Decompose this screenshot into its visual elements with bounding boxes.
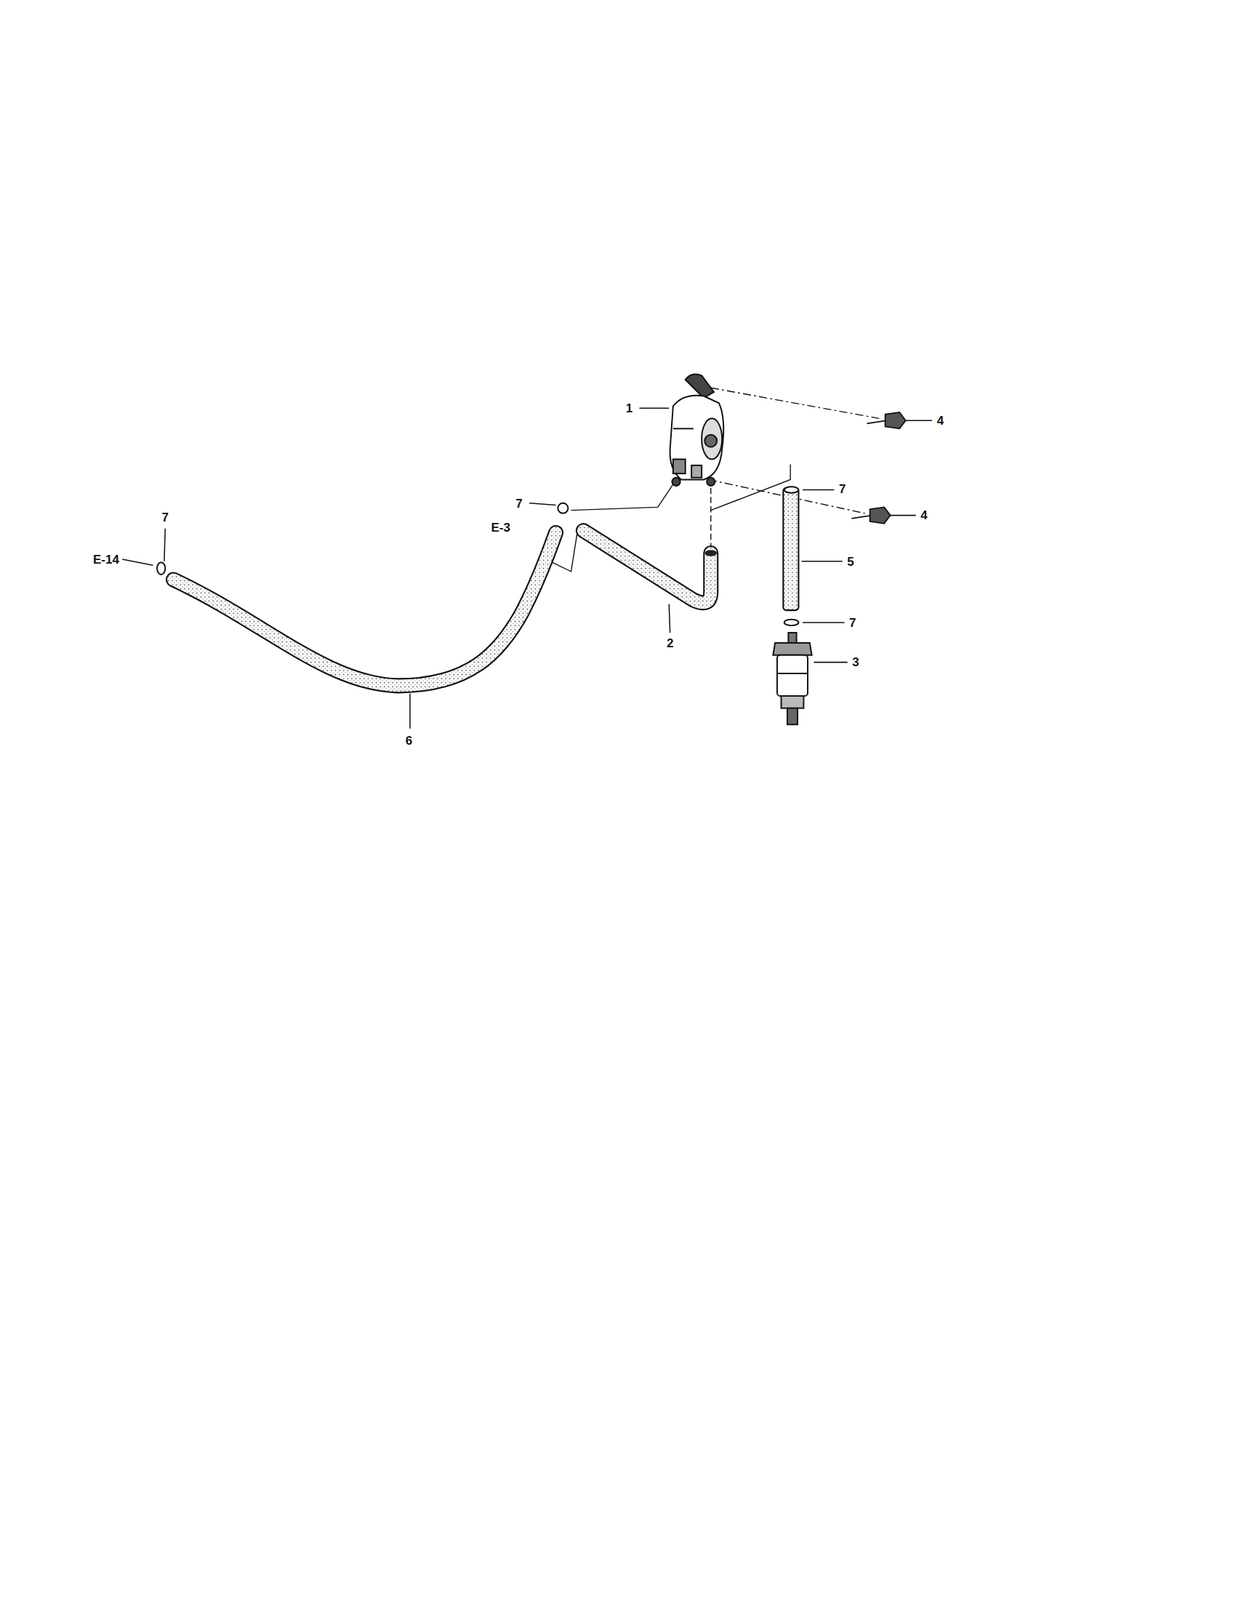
leader-lines: [122, 407, 933, 728]
callout-number: 4: [918, 508, 929, 522]
callout-number: 6: [404, 733, 414, 748]
screws: [851, 412, 906, 524]
callout-number: 7: [513, 495, 524, 510]
hose-5: [782, 486, 799, 610]
callout-number: 2: [665, 635, 675, 650]
callout-number: 5: [845, 553, 855, 568]
callout-number: 7: [837, 481, 847, 496]
hose-6: [173, 532, 556, 685]
callout-number: E-3: [490, 520, 512, 535]
callout-number: 4: [935, 412, 946, 427]
callout-number: 1: [624, 401, 634, 416]
callout-number: 7: [847, 615, 858, 629]
callout-number: 3: [850, 655, 861, 669]
fuel-pump: [670, 374, 725, 486]
callout-number: 7: [160, 510, 171, 525]
hose-clamps: [157, 486, 799, 626]
hose-2: [583, 530, 717, 603]
fuel-filter: [772, 632, 812, 725]
callout-number: E-14: [91, 551, 121, 566]
